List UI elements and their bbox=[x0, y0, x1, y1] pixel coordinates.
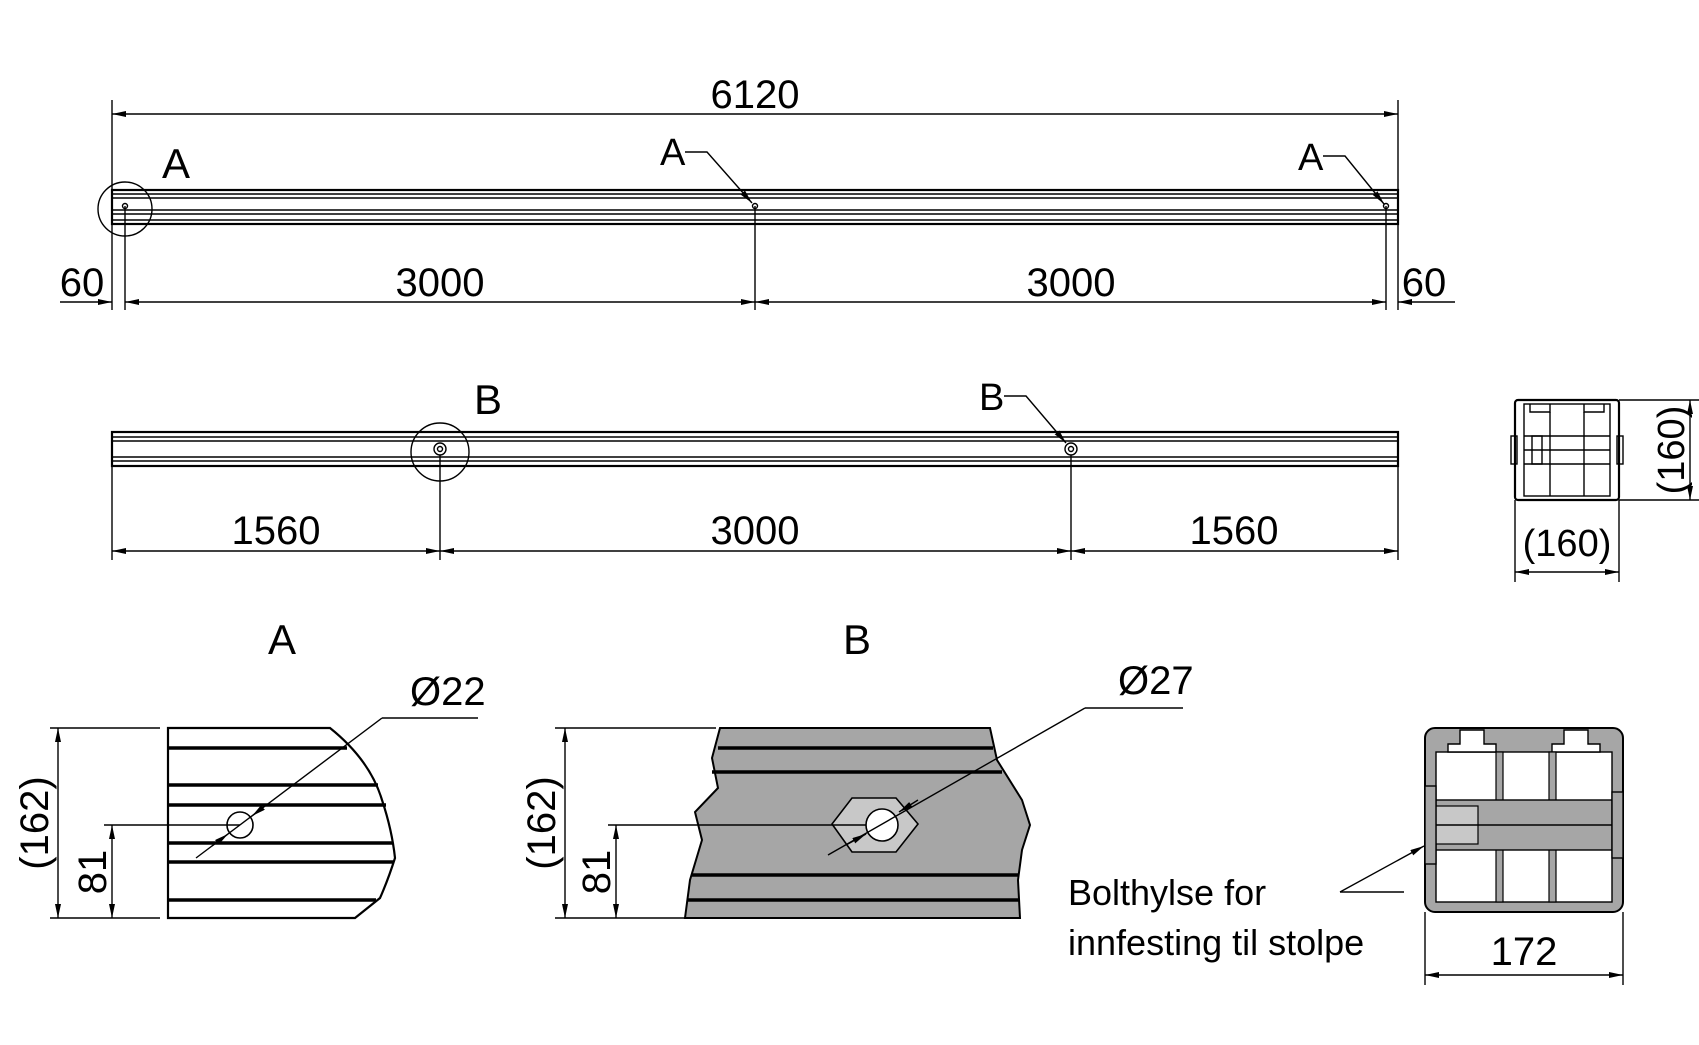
profile-section bbox=[1424, 727, 1624, 913]
detail-b-diameter: Ø27 bbox=[1118, 659, 1194, 703]
large-section-view: Bolthylse for innfesting til stolpe 172 bbox=[1068, 727, 1624, 985]
middle-view: B B 1560 3000 1560 bbox=[110, 376, 1400, 560]
dim-right-span: 3000 bbox=[1027, 261, 1116, 305]
bolt-sleeve-note-line1: Bolthylse for bbox=[1068, 872, 1266, 913]
top-view: 6120 A A A 60 3000 bbox=[60, 73, 1455, 310]
detail-a-title: A bbox=[268, 616, 296, 663]
hole-b bbox=[865, 808, 899, 842]
small-section-width: (160) bbox=[1523, 523, 1612, 565]
callout-a-1: A bbox=[660, 132, 686, 174]
dim-right-end: 60 bbox=[1402, 261, 1447, 305]
detail-a-height: (162) bbox=[13, 776, 57, 869]
callout-a-2: A bbox=[1298, 137, 1324, 179]
detail-label-b: B bbox=[474, 376, 502, 423]
bolt-sleeve-note-line2: innfesting til stolpe bbox=[1068, 922, 1364, 963]
detail-label-a: A bbox=[162, 140, 190, 187]
small-section-height: (160) bbox=[1651, 406, 1693, 495]
large-section-width: 172 bbox=[1491, 930, 1558, 974]
dim-middle-left: 1560 bbox=[232, 509, 321, 553]
dim-left-span: 3000 bbox=[396, 261, 485, 305]
detail-b-title: B bbox=[843, 616, 871, 663]
dim-middle-center: 3000 bbox=[711, 509, 800, 553]
detail-a-offset: 81 bbox=[71, 850, 115, 895]
callout-b: B bbox=[979, 377, 1004, 419]
detail-b-offset: 81 bbox=[575, 850, 619, 895]
detail-b-height: (162) bbox=[520, 776, 564, 869]
detail-b-view: B Ø27 (162) 81 bbox=[520, 616, 1194, 919]
detail-a-view: A Ø22 (162) 81 bbox=[13, 616, 486, 920]
overall-dimension: 6120 bbox=[711, 73, 800, 117]
detail-a-diameter: Ø22 bbox=[410, 670, 486, 714]
small-section-view: (160) (160) bbox=[1510, 398, 1699, 582]
beam-side bbox=[110, 430, 1400, 468]
dim-left-end: 60 bbox=[60, 261, 105, 305]
dim-middle-right: 1560 bbox=[1190, 509, 1279, 553]
